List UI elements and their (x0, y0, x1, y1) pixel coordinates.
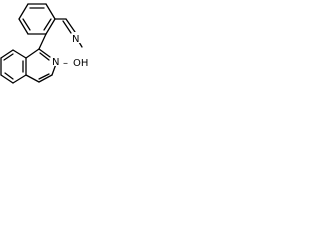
benzo-bond (12, 49, 27, 59)
hydroxyl-dash-label: – (63, 58, 68, 69)
benzo-bond (12, 74, 27, 84)
atom-labels: N N – OH (52, 32, 88, 69)
benzene-bond (45, 18, 56, 35)
benzene-double-bond (43, 18, 52, 31)
hydroxyl-label: OH (73, 58, 88, 69)
pyridine-bond (25, 74, 40, 83)
benzo-bond (0, 49, 14, 59)
chemical-structure-diagram: N N – OH (0, 3, 88, 84)
benzene-double-bond (22, 18, 31, 31)
oxime-chain (54, 18, 83, 48)
oxime-nitrogen-label: N (72, 34, 79, 45)
pyridine-bond (25, 48, 40, 59)
benzo-ring (0, 49, 27, 84)
benzene-ring (18, 3, 56, 35)
imine-double-bond (65, 18, 76, 33)
pyridine-bond (38, 48, 51, 58)
pyridine-double-bond (38, 73, 50, 80)
benzene-bond (18, 3, 29, 20)
pyridine-bond (38, 74, 53, 83)
imine-double-bond (62, 20, 72, 34)
ring-nitrogen-label: N (52, 57, 59, 68)
pyridine-double-bond (39, 52, 50, 61)
biaryl-bond (38, 33, 47, 50)
benzene-bond (45, 3, 56, 20)
benzo-double-bond (3, 53, 14, 61)
benzene-bond (18, 18, 29, 35)
benzo-bond (0, 74, 14, 84)
benzo-double-bond (4, 72, 14, 80)
